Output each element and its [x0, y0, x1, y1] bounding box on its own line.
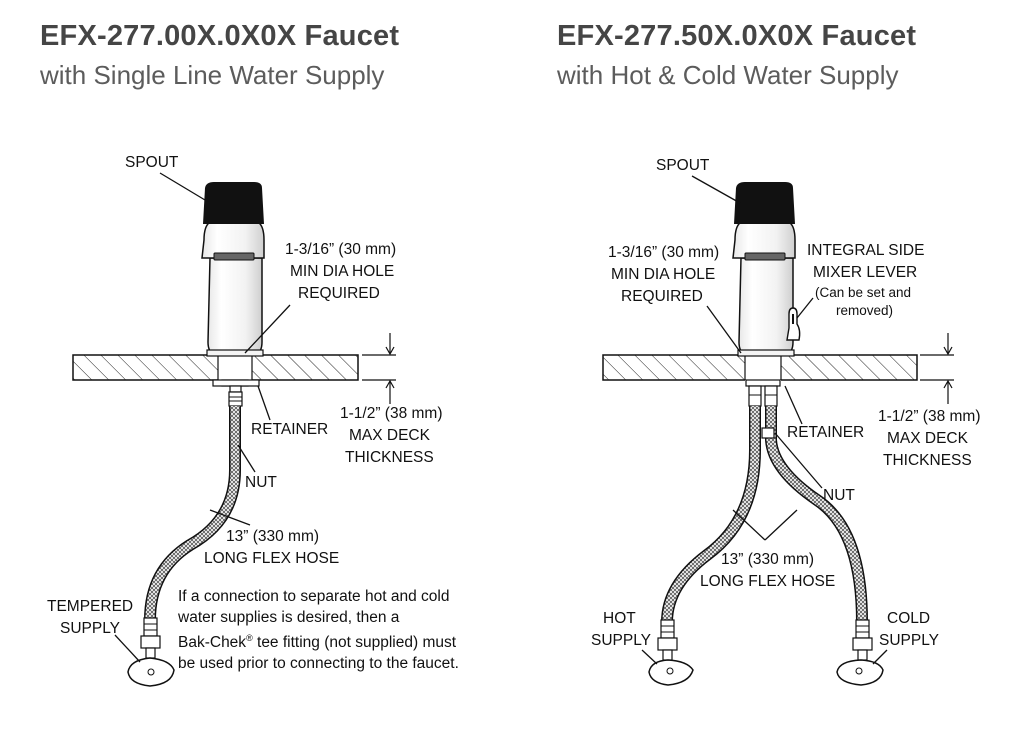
single-line-faucet-diagram: SPOUT 1-3/16” (30 mm) MIN DIA HOLE REQUI… — [47, 154, 443, 687]
label-cold: COLD — [887, 610, 930, 627]
label-hole-required: REQUIRED — [298, 285, 380, 302]
label-hole-min-dia: MIN DIA HOLE — [290, 263, 394, 280]
note-registered: ® — [246, 633, 253, 643]
note-line-4: be used prior to connecting to the fauce… — [178, 655, 459, 673]
hot-cold-faucet-diagram: SPOUT 1-3/16” (30 mm) MIN DIA HOLE REQUI… — [591, 157, 981, 686]
label-deck-thickness: THICKNESS — [345, 449, 434, 466]
left-subtitle: with Single Line Water Supply — [40, 60, 385, 90]
note-line-3-rest: tee fitting (not supplied) must — [252, 634, 457, 652]
retainer — [745, 379, 781, 387]
label-deck-max: MAX DECK — [349, 427, 431, 444]
right-subtitle: with Hot & Cold Water Supply — [557, 60, 899, 90]
deck-slab — [72, 354, 359, 381]
label-hot-supply: SUPPLY — [591, 632, 651, 649]
label-nut: NUT — [823, 487, 855, 504]
nut — [228, 391, 243, 407]
left-title: EFX-277.00X.0X0X Faucet — [40, 20, 400, 52]
label-hole-min-dia: MIN DIA HOLE — [611, 266, 715, 283]
label-deck-max: MAX DECK — [887, 430, 969, 447]
label-hole-size: 1-3/16” (30 mm) — [285, 241, 396, 258]
nut — [761, 427, 775, 439]
label-hot: HOT — [603, 610, 636, 627]
label-hose-type: LONG FLEX HOSE — [204, 550, 339, 567]
label-hose-length: 13” (330 mm) — [721, 551, 814, 568]
label-hose-length: 13” (330 mm) — [226, 528, 319, 545]
label-cold-supply: SUPPLY — [879, 632, 939, 649]
label-retainer: RETAINER — [251, 421, 328, 438]
right-title: EFX-277.50X.0X0X Faucet — [557, 20, 917, 52]
label-retainer: RETAINER — [787, 424, 864, 441]
label-lever-mixer: MIXER LEVER — [813, 264, 917, 281]
label-spout: SPOUT — [656, 157, 710, 174]
single-line-panel: EFX-277.00X.0X0X Faucet with Single Line… — [40, 20, 478, 687]
label-lever-note-1: (Can be set and — [815, 285, 911, 300]
label-lever-note-2: removed) — [836, 303, 893, 318]
label-hole-size: 1-3/16” (30 mm) — [608, 244, 719, 261]
label-lever-integral: INTEGRAL SIDE — [807, 242, 924, 259]
deck-hole — [218, 354, 252, 381]
hot-cold-panel: EFX-277.50X.0X0X Faucet with Hot & Cold … — [517, 0, 1024, 740]
label-deck-size: 1-1/2” (38 mm) — [878, 408, 981, 425]
hose-fitting — [143, 617, 158, 637]
note-line-1: If a connection to separate hot and cold — [178, 588, 450, 605]
label-tempered: TEMPERED — [47, 598, 133, 615]
spout-cap — [203, 182, 264, 224]
note-line-3: Bak-Chek® tee fitting (not supplied) mus… — [178, 628, 478, 653]
note-line-2: water supplies is desired, then a — [178, 609, 400, 626]
label-hose-type: LONG FLEX HOSE — [700, 573, 835, 590]
label-tempered-supply: SUPPLY — [60, 620, 120, 637]
label-deck-size: 1-1/2” (38 mm) — [340, 405, 443, 422]
spout-cap — [734, 182, 795, 224]
label-nut: NUT — [245, 474, 277, 491]
faucet-body — [738, 257, 794, 355]
deck-hole — [745, 354, 781, 381]
tee-fitting-note: If a connection to separate hot and cold… — [178, 586, 478, 674]
note-brand: Bak-Chek — [178, 634, 247, 652]
retainer — [212, 379, 260, 387]
faucet-body — [207, 257, 263, 355]
label-hole-required: REQUIRED — [621, 288, 703, 305]
label-deck-thickness: THICKNESS — [883, 452, 972, 469]
label-spout: SPOUT — [125, 154, 179, 171]
